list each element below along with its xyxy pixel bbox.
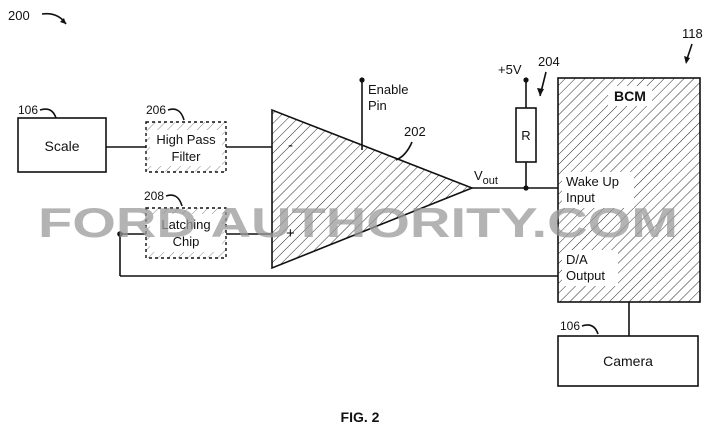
hpf-ref: 206: [146, 103, 166, 117]
enable-label-line1: Enable: [368, 82, 408, 97]
figure-caption: FIG. 2: [341, 409, 380, 425]
enable-pin-dot: [359, 77, 364, 82]
hpf-label-line1: High Pass: [156, 132, 216, 147]
scale-ref: 106: [18, 103, 38, 117]
bcm-ref-arrowhead: [684, 56, 690, 64]
resistor-node-dot: [523, 185, 528, 190]
bcm-da-line1: D/A: [566, 252, 588, 267]
hpf-ref-leader: [168, 109, 184, 120]
vout-sub: out: [483, 175, 498, 187]
scale-label: Scale: [44, 138, 79, 154]
resistor-ref: 204: [538, 54, 560, 69]
enable-label-line2: Pin: [368, 98, 387, 113]
bcm-title: BCM: [614, 88, 646, 104]
watermark-text: FORD AUTHORITY.COM: [38, 199, 678, 246]
resistor-label: R: [521, 128, 530, 143]
camera-ref: 106: [560, 319, 580, 333]
vout-label: Vout: [474, 168, 498, 187]
vout-main: V: [474, 168, 483, 183]
scale-ref-leader: [40, 109, 56, 118]
amp-minus: -: [288, 137, 293, 154]
camera-label: Camera: [603, 353, 653, 369]
amp-ref-leader: [396, 142, 412, 160]
bcm-ref: 118: [682, 26, 703, 41]
camera-ref-leader: [582, 325, 598, 334]
supply-label: +5V: [498, 62, 522, 77]
resistor-ref-arrowhead: [537, 88, 544, 96]
amp-ref: 202: [404, 124, 426, 139]
hpf-label-line2: Filter: [172, 149, 202, 164]
bcm-da-line2: Output: [566, 268, 605, 283]
bcm-wake-line1: Wake Up: [566, 174, 619, 189]
figure-ref-200: 200: [8, 8, 30, 23]
